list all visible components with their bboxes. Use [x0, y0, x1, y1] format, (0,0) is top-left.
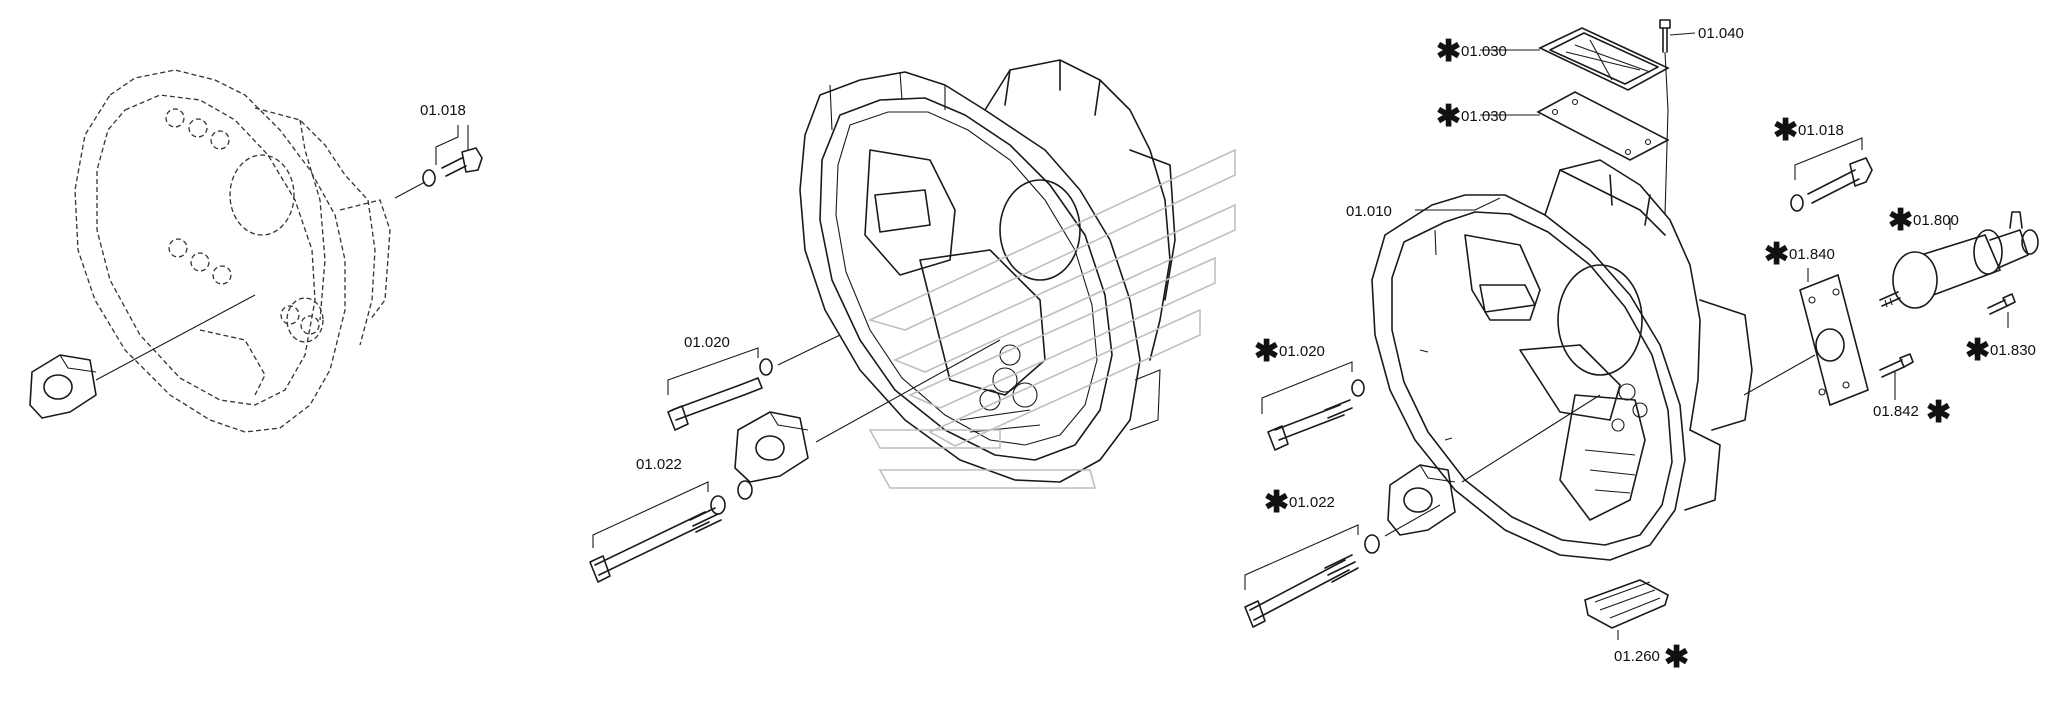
callout-text: 01.020 [684, 334, 730, 351]
star-symbol: ✱ [1888, 204, 1913, 237]
left-housing-drawing [74, 69, 391, 433]
right-flange-plate-840-drawing [1743, 268, 1869, 407]
callout-01020-right[interactable]: ✱ 01.020 [1254, 335, 1325, 368]
callout-01020-mid[interactable]: 01.020 [684, 334, 730, 351]
callout-text: 01.842 [1873, 403, 1919, 420]
right-gasket-drawing [1536, 91, 1670, 161]
right-pad-260-drawing [1584, 579, 1669, 640]
star-symbol: ✱ [1264, 486, 1289, 519]
middle-rubber-mount-drawing [734, 339, 1001, 500]
callout-01018-left[interactable]: 01.018 [420, 102, 466, 119]
star-symbol: ✱ [1436, 35, 1461, 68]
middle-bolt-020-drawing [667, 334, 841, 431]
callout-text: 01.030 [1461, 108, 1507, 125]
callout-01842[interactable]: 01.842 ✱ [1873, 396, 1951, 429]
star-symbol: ✱ [1764, 238, 1789, 271]
callout-text: 01.040 [1698, 25, 1744, 42]
right-screw-830-drawing [1987, 293, 2016, 328]
callout-text: 01.800 [1913, 212, 1959, 229]
callout-01022-mid[interactable]: 01.022 [636, 456, 682, 473]
callout-01022-right[interactable]: ✱ 01.022 [1264, 486, 1335, 519]
right-mount-drawing [1387, 394, 1601, 536]
callout-01018-right[interactable]: ✱ 01.018 [1773, 114, 1844, 147]
callout-01800[interactable]: ✱ 01.800 [1888, 204, 1959, 237]
left-bolt-018-drawing [394, 125, 483, 199]
callout-text: 01.030 [1461, 43, 1507, 60]
callout-text: 01.830 [1990, 342, 2036, 359]
right-bolt-020-drawing [1261, 361, 1365, 451]
middle-bolt-022-drawing [589, 481, 726, 583]
right-bolt-022-drawing [1244, 504, 1441, 628]
right-small-bolt-040-drawing [1659, 19, 1671, 216]
star-symbol: ✱ [1254, 335, 1279, 368]
callout-01840[interactable]: ✱ 01.840 [1764, 238, 1835, 271]
callout-text: 01.018 [420, 102, 466, 119]
star-symbol: ✱ [1436, 100, 1461, 133]
right-screw-842-drawing [1879, 353, 1914, 400]
right-actuator-800-drawing [1879, 211, 2039, 309]
callout-text: 01.010 [1346, 203, 1392, 220]
star-symbol: ✱ [1926, 396, 1951, 429]
callout-text: 01.022 [636, 456, 682, 473]
star-symbol: ✱ [1773, 114, 1798, 147]
callout-text: 01.018 [1798, 122, 1844, 139]
callout-text: 01.020 [1279, 343, 1325, 360]
callout-labels: 01.018 01.020 01.022 ✱ 01.030 ✱ 01.030 0… [420, 25, 2036, 674]
right-housing-drawing [1371, 159, 1753, 561]
star-symbol: ✱ [1965, 334, 1990, 367]
callout-01030-top[interactable]: ✱ 01.030 [1436, 35, 1507, 68]
callout-01010[interactable]: 01.010 [1346, 203, 1392, 220]
callout-text: 01.022 [1289, 494, 1335, 511]
star-symbol: ✱ [1664, 641, 1689, 674]
callout-text: 01.840 [1789, 246, 1835, 263]
callout-01030-gasket[interactable]: ✱ 01.030 [1436, 100, 1507, 133]
callout-01830[interactable]: ✱ 01.830 [1965, 334, 2036, 367]
callout-text: 01.260 [1614, 648, 1660, 665]
right-cover-plate-top-drawing [1538, 27, 1670, 91]
watermark-logo [867, 148, 1236, 489]
left-rubber-mount-drawing [29, 294, 256, 419]
right-bolt-018-drawing [1790, 137, 1873, 212]
callout-01040[interactable]: 01.040 [1698, 25, 1744, 42]
callout-leader-lines [1415, 32, 1696, 211]
middle-housing-drawing [799, 59, 1176, 483]
callout-01260[interactable]: 01.260 ✱ [1614, 641, 1689, 674]
